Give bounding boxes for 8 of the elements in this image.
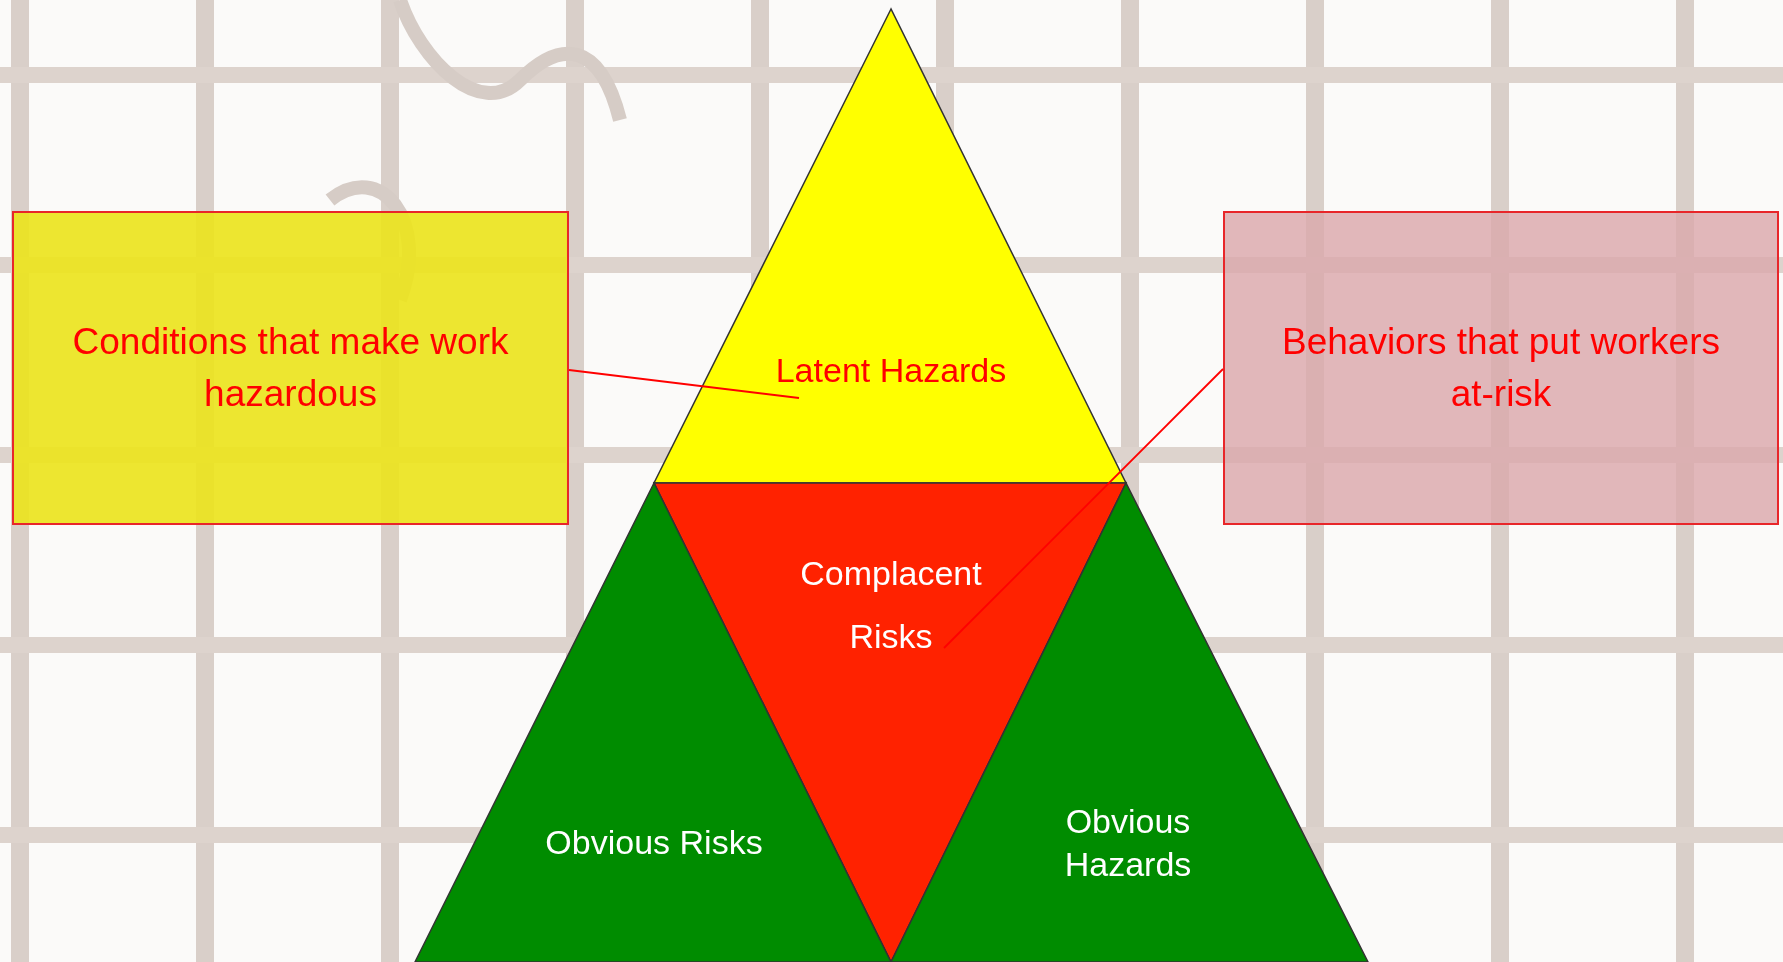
leader-line (568, 369, 800, 399)
callout-box: Conditions that make work hazardous (12, 211, 569, 525)
triangle-label: Complacent Risks (799, 553, 983, 657)
callout-box: Behaviors that put workers at-risk (1223, 211, 1779, 525)
leader-line (943, 368, 1224, 649)
triangle-label: Obvious Risks (544, 821, 764, 863)
triangle-label: Latent Hazards (774, 349, 1008, 391)
triangle-label: Obvious Hazards (1063, 800, 1193, 884)
